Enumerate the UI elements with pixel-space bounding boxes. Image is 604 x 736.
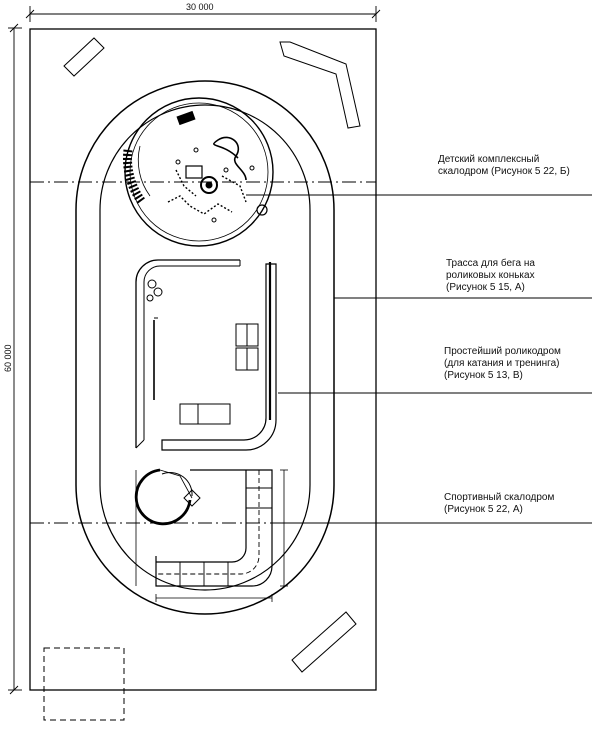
callout-roller-track: Трасса для бега на роликовых коньках (Ри… xyxy=(446,258,535,294)
site-boundary xyxy=(29,28,377,691)
entrance-zone-dashed xyxy=(43,647,125,721)
callout-track-line1: Трасса для бега на xyxy=(446,258,535,269)
callout-children-line2: скалодром (Рисунок 5 22, Б) xyxy=(438,166,570,177)
callout-sport-climbing: Спортивный скалодром (Рисунок 5 22, А) xyxy=(444,492,554,516)
callout-track-line3: (Рисунок 5 15, А) xyxy=(446,282,525,293)
corner-bench xyxy=(63,37,361,673)
callout-rollerdrome: Простейший роликодром (для катания и тре… xyxy=(444,346,561,382)
callout-rollerdrome-line1: Простейший роликодром xyxy=(444,346,561,357)
width-dimension-label: 30 000 xyxy=(186,2,214,12)
callout-sport-line1: Спортивный скалодром xyxy=(444,492,555,503)
callout-track-line2: роликовых коньках xyxy=(446,270,535,281)
width-dimension-line xyxy=(25,6,381,22)
callout-sport-line2: (Рисунок 5 22, А) xyxy=(444,504,523,515)
sport-climbing-wall xyxy=(134,468,288,602)
callout-rollerdrome-line3: (Рисунок 5 13, В) xyxy=(444,370,523,381)
axis-lines xyxy=(30,181,376,524)
callout-children-climbing: Детский комплексный скалодром (Рисунок 5… xyxy=(438,154,570,178)
callout-rollerdrome-line2: (для катания и тренинга) xyxy=(444,358,560,369)
children-climbing-dome xyxy=(123,97,274,247)
callout-children-line1: Детский комплексный xyxy=(438,154,540,165)
height-dimension-label: 60 000 xyxy=(3,344,13,372)
height-dimension-line xyxy=(8,23,22,695)
running-track xyxy=(75,80,335,615)
callout-leaders xyxy=(246,194,592,524)
rollerdrome-area xyxy=(135,259,277,451)
